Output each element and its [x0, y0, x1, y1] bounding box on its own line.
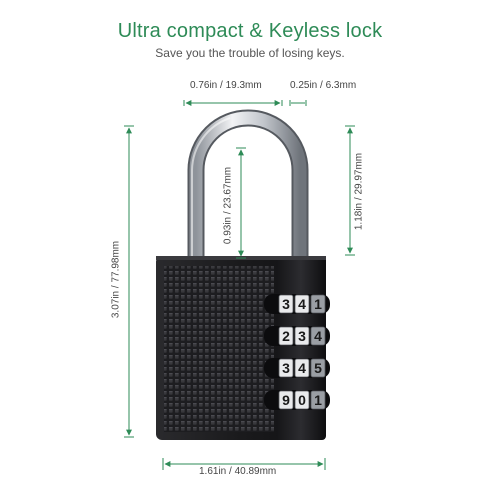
- dial-digit: 1: [314, 296, 322, 312]
- dial-digit: 0: [298, 392, 306, 408]
- dial-wheel[interactable]: [294, 294, 310, 314]
- dial-wheel[interactable]: [294, 326, 310, 346]
- dial-wheel[interactable]: [294, 358, 310, 378]
- dial-digit: 4: [298, 296, 306, 312]
- page-title: Ultra compact & Keyless lock: [117, 20, 383, 42]
- dial-wheel[interactable]: [278, 390, 294, 410]
- dial-digit: 5: [314, 360, 322, 376]
- dimension-total-height: [124, 125, 134, 438]
- dial-digit: 4: [298, 360, 306, 376]
- dial-wheel[interactable]: [310, 390, 326, 410]
- dial-wheel[interactable]: [278, 294, 294, 314]
- dimension-shackle-inner-height: [236, 147, 246, 259]
- dial-wheel[interactable]: [310, 326, 326, 346]
- label-shackle-thickness: 0.25in / 6.3mm: [290, 80, 357, 91]
- dial-wheel[interactable]: [294, 390, 310, 410]
- label-total-height: 3.07in / 77.98mm: [110, 240, 122, 319]
- dimension-shackle-clearance: [345, 125, 355, 256]
- dial-wheel[interactable]: [278, 358, 294, 378]
- dial-wheel[interactable]: [310, 358, 326, 378]
- dial-digit: 1: [314, 392, 322, 408]
- dimension-shackle-thickness: [289, 100, 307, 106]
- lock-body: [156, 256, 326, 440]
- label-shackle-inner-height: 0.93in / 23.67mm: [222, 166, 234, 245]
- dial-digit: 3: [282, 360, 290, 376]
- dimension-body-width: [162, 458, 326, 470]
- page-subtitle: Save you the trouble of losing keys.: [155, 46, 345, 60]
- shackle: [187, 109, 309, 258]
- dial-digit: 9: [282, 392, 290, 408]
- dial-digit: 4: [314, 328, 322, 344]
- label-shackle-width: 0.76in / 19.3mm: [190, 80, 262, 91]
- dimension-shackle-width: [183, 100, 283, 106]
- dial-digit: 3: [282, 296, 290, 312]
- dial-digit: 3: [298, 328, 306, 344]
- label-body-width: 1.61in / 40.89mm: [199, 466, 277, 477]
- dial-wheel[interactable]: [278, 326, 294, 346]
- dial-wheel[interactable]: [310, 294, 326, 314]
- label-shackle-clearance: 1.18in / 29.97mm: [353, 152, 365, 231]
- dial-digit: 2: [282, 328, 290, 344]
